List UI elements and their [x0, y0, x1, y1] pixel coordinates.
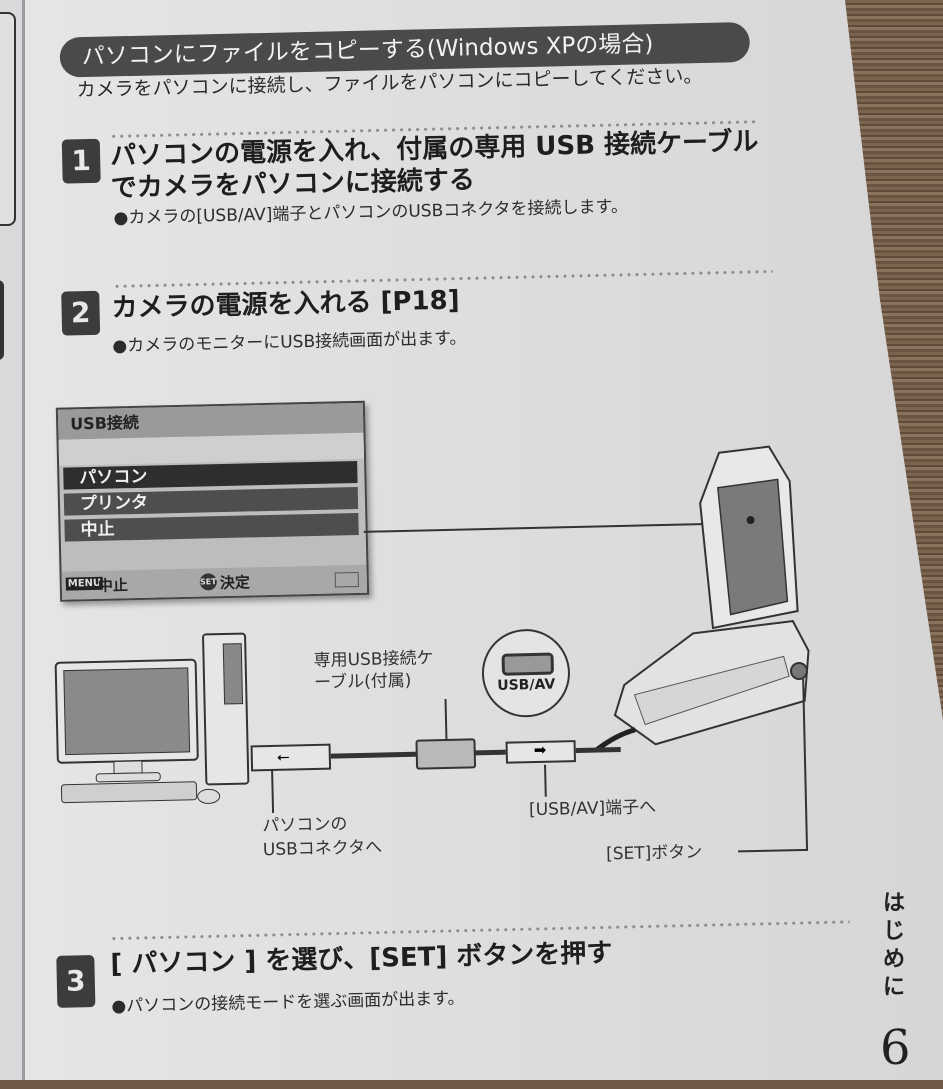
set-button-leader-h: [738, 848, 809, 853]
step-3-badge: 3: [56, 955, 96, 1008]
camera-illustration: [594, 445, 810, 753]
bullet-icon: ●: [112, 336, 128, 357]
usb-a-plug: ⭠: [250, 743, 332, 772]
pc-connector-label-1: パソコンの: [262, 814, 348, 837]
step-1-badge: 1: [61, 138, 101, 184]
pc-connector-leader-line: [271, 770, 275, 813]
usb-symbol-icon: ⭠: [276, 746, 290, 766]
mini-usb-plug: ➡: [505, 740, 576, 764]
lcd-footer-confirm: 決定: [219, 573, 251, 593]
pc-connector-label-2: USBコネクタへ: [262, 837, 383, 861]
book-spine: [22, 0, 25, 1080]
port-callout-label: USB/AV: [497, 676, 556, 694]
cable-label: 専用USB接続ケーブル(付属): [313, 648, 434, 693]
left-page-edge: [0, 0, 24, 1080]
step-3-heading: [ パソコン ] を選び、[SET] ボタンを押す: [110, 938, 613, 980]
left-page-tab-dark: [0, 280, 4, 360]
camera-lcd-screen: USB接続 パソコン プリンタ 中止 MENU 中止 SET 決定: [55, 400, 370, 602]
left-page-tab: [0, 12, 16, 226]
port-callout-bubble: USB/AV: [480, 628, 571, 719]
arrow-right-icon: ➡: [533, 740, 547, 760]
lcd-spacer: [58, 432, 365, 466]
page-number: 6: [880, 1020, 911, 1076]
usb-av-port-icon: [501, 652, 554, 676]
lcd-footer-cancel: 中止: [97, 576, 129, 595]
cable-leader-line: [444, 698, 448, 742]
step-3-bullet-text: パソコンの接続モードを選ぶ画面が出ます。: [126, 988, 465, 1017]
lcd-footer: MENU 中止 SET 決定: [61, 564, 368, 600]
step-2-bullet-text: カメラのモニターにUSB接続画面が出ます。: [127, 328, 467, 357]
lcd-option-printer[interactable]: プリンタ: [63, 486, 359, 516]
set-button-label: [SET]ボタン: [605, 842, 703, 865]
cable-ferrite-core: [415, 738, 477, 770]
step-3-bullet: ●パソコンの接続モードを選ぶ画面が出ます。: [111, 981, 811, 1018]
camera-port-leader-line: [544, 764, 547, 797]
camera-port-label: [USB/AV]端子へ: [528, 797, 657, 821]
step-2-bullet: ●カメラのモニターにUSB接続画面が出ます。: [112, 322, 762, 358]
chapter-side-tab: はじめに: [882, 891, 905, 1000]
lcd-option-pc[interactable]: パソコン: [63, 460, 358, 490]
bullet-icon: ●: [113, 208, 129, 229]
set-key-icon: SET: [199, 573, 217, 591]
step-1-heading: パソコンの電源を入れ、付属の専用 USB 接続ケーブルでカメラをパソコンに接続す…: [109, 126, 759, 204]
step-2-badge: 2: [61, 290, 101, 336]
lcd-option-cancel[interactable]: 中止: [64, 512, 359, 542]
pc-illustration: [54, 632, 250, 804]
battery-icon: [334, 571, 359, 588]
bullet-icon: ●: [111, 996, 127, 1017]
